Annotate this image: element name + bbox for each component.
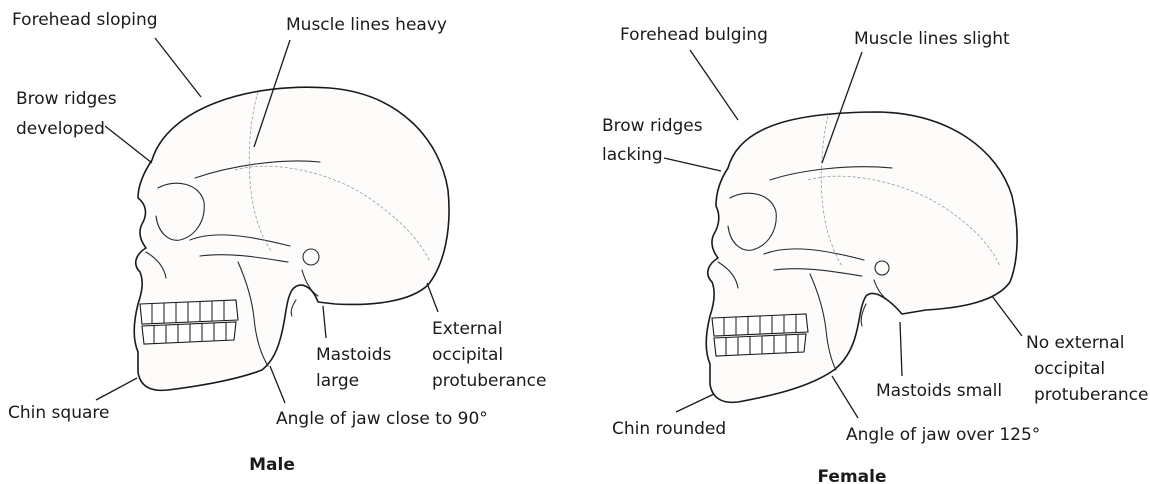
male-mastoids-label-1: Mastoids [316,345,392,365]
male-forehead-label: Forehead sloping [12,10,158,30]
female-skull-outline [706,112,1017,402]
male-skull: Forehead sloping Muscle lines heavy Brow… [8,10,546,475]
female-brow-label-2: lacking [602,145,663,165]
male-chin-label: Chin square [8,403,109,423]
male-mastoids-leader [323,306,326,338]
male-muscle-label: Muscle lines heavy [286,15,447,35]
female-chin-leader [676,394,714,412]
male-brow-label-1: Brow ridges [16,89,117,109]
female-jaw-leader [832,376,858,418]
female-muscle-label: Muscle lines slight [854,29,1010,49]
female-occipital-label-2: occipital [1034,359,1105,379]
male-title: Male [249,455,295,475]
male-mastoids-label-2: large [316,371,359,391]
female-title: Female [818,467,887,484]
male-occipital-label-2: occipital [432,345,503,365]
male-teeth [140,300,238,344]
female-forehead-leader [690,50,738,120]
female-occipital-label-1: No external [1026,333,1124,353]
female-chin-label: Chin rounded [612,419,726,439]
female-brow-leader [664,158,721,171]
male-forehead-leader [155,38,201,97]
female-jaw-label: Angle of jaw over 125° [846,425,1040,445]
male-occipital-leader [427,283,438,312]
male-brow-leader [105,126,152,163]
male-brow-label-2: developed [16,119,105,139]
female-mastoids-leader [900,322,902,376]
female-mastoids-label: Mastoids small [876,381,1002,401]
male-jaw-label: Angle of jaw close to 90° [276,409,488,429]
male-jaw-leader [270,366,285,403]
female-occipital-leader [992,296,1022,336]
male-occipital-label-3: protuberance [432,371,546,391]
male-skull-outline [134,87,449,390]
male-chin-leader [96,378,137,400]
male-occipital-label-1: External [432,319,503,339]
female-brow-label-1: Brow ridges [602,116,703,136]
female-forehead-label: Forehead bulging [620,25,768,45]
female-occipital-label-3: protuberance [1034,385,1148,405]
female-skull: Forehead bulging Muscle lines slight Bro… [602,25,1148,484]
